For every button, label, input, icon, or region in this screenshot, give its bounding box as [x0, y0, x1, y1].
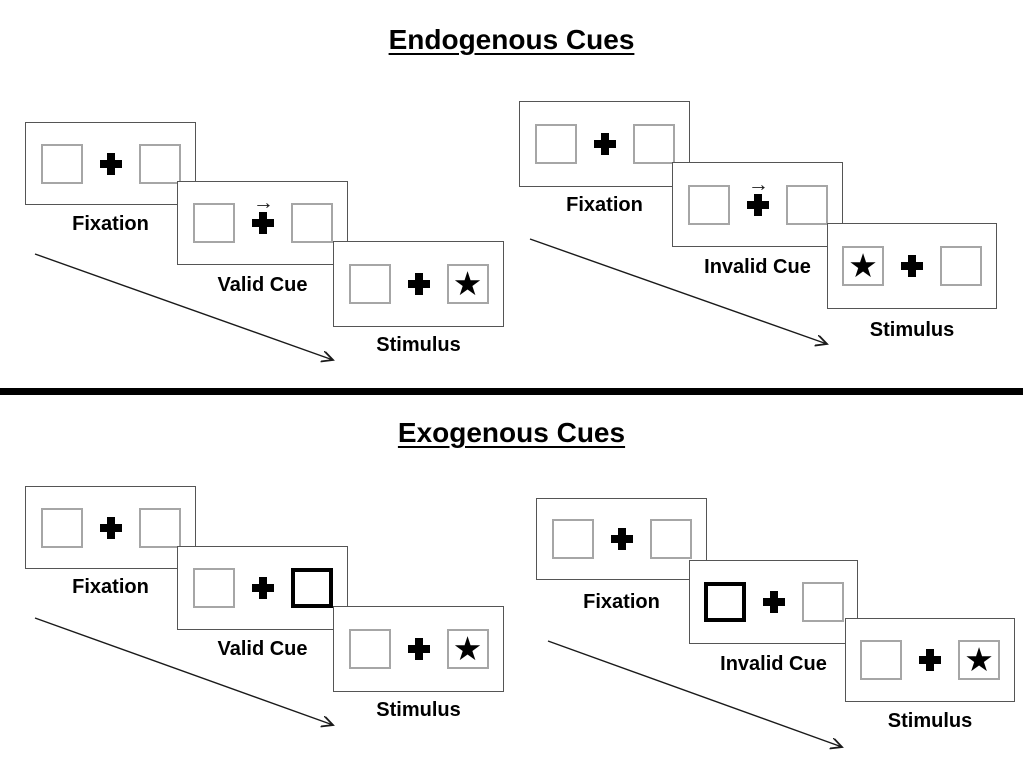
panel-label: Fixation	[583, 591, 660, 613]
panel-label: Stimulus	[376, 334, 461, 356]
panel-label: Invalid Cue	[704, 256, 811, 278]
left-box	[687, 184, 730, 225]
plus-icon	[251, 212, 274, 234]
right-box	[649, 519, 692, 559]
fixation-cross-icon	[593, 132, 617, 156]
plus-icon	[407, 273, 430, 295]
right-box	[801, 582, 844, 622]
cue-arrow-icon: →	[747, 172, 769, 196]
section-divider	[0, 388, 1023, 395]
panel-label: Stimulus	[869, 319, 955, 341]
trial-panel-fixation	[536, 498, 707, 580]
panel-label: Fixation	[72, 576, 149, 598]
fixation-cross-icon	[99, 152, 123, 176]
fixation-cross-icon	[407, 272, 431, 296]
panel-label: Fixation	[566, 194, 643, 216]
left-box	[534, 124, 577, 164]
trial-panel-valid-cue: →	[177, 181, 348, 265]
star-icon: ★	[848, 246, 878, 284]
fixation-cross-icon	[762, 590, 786, 614]
fixation-cross-icon	[918, 648, 942, 672]
timeline-arrow	[34, 617, 341, 734]
left-box	[860, 640, 902, 680]
plus-icon	[762, 591, 785, 613]
right-box	[632, 124, 675, 164]
plus-icon	[593, 133, 616, 155]
plus-icon	[746, 193, 769, 216]
right-box	[940, 246, 982, 286]
panel-label: Stimulus	[887, 710, 973, 732]
timeline-arrow	[547, 640, 850, 755]
trial-panel-fixation	[25, 122, 196, 205]
trial-panel-valid-cue	[177, 546, 348, 630]
right-box: ★	[958, 640, 1000, 680]
star-icon: ★	[964, 640, 994, 678]
left-box	[40, 507, 83, 548]
fixation-cross-icon: →	[251, 192, 275, 235]
plus-icon	[251, 577, 274, 599]
right-box	[290, 203, 333, 243]
left-box	[348, 264, 391, 304]
trial-panel-fixation	[519, 101, 690, 187]
fixation-cross-icon	[99, 516, 123, 540]
right-box	[138, 143, 181, 184]
trial-panel-invalid-cue	[689, 560, 858, 644]
panel-label: Valid Cue	[217, 274, 308, 296]
panel-label: Invalid Cue	[720, 653, 827, 675]
right-box	[138, 507, 181, 548]
left-box	[551, 519, 594, 559]
fixation-cross-icon	[610, 527, 634, 551]
left-box	[40, 143, 83, 184]
right-box: ★	[446, 264, 489, 304]
fixation-cross-icon	[900, 254, 924, 278]
panel-label: Stimulus	[376, 699, 461, 721]
fixation-cross-icon	[251, 576, 275, 600]
star-icon: ★	[452, 264, 483, 302]
trial-panel-invalid-cue: →	[672, 162, 843, 247]
fixation-cross-icon	[407, 637, 431, 661]
timeline-arrow	[34, 253, 341, 368]
left-box	[192, 568, 235, 608]
left-box	[192, 203, 235, 243]
trial-panel-stimulus: ★	[845, 618, 1015, 702]
left-box	[348, 629, 391, 669]
right-box	[290, 568, 333, 608]
right-box	[785, 184, 828, 225]
cue-arrow-icon: →	[252, 191, 274, 214]
plus-icon	[99, 152, 122, 175]
trial-panel-fixation	[25, 486, 196, 569]
plus-icon	[99, 516, 122, 539]
plus-icon	[919, 649, 941, 671]
left-box	[703, 582, 746, 622]
section-title-endogenous: Endogenous Cues	[388, 24, 635, 55]
trial-panel-stimulus: ★	[333, 241, 504, 327]
panel-label: Fixation	[72, 213, 149, 235]
star-icon: ★	[452, 629, 483, 667]
left-box: ★	[842, 246, 884, 286]
trial-panel-stimulus: ★	[827, 223, 997, 309]
right-box: ★	[446, 629, 489, 669]
fixation-cross-icon: →	[746, 174, 770, 217]
plus-icon	[407, 638, 430, 660]
section-title-exogenous: Exogenous Cues	[397, 417, 626, 448]
plus-icon	[610, 528, 633, 550]
panel-label: Valid Cue	[217, 638, 308, 660]
trial-panel-stimulus: ★	[333, 606, 504, 692]
plus-icon	[901, 255, 923, 277]
timeline-arrow	[529, 238, 836, 353]
